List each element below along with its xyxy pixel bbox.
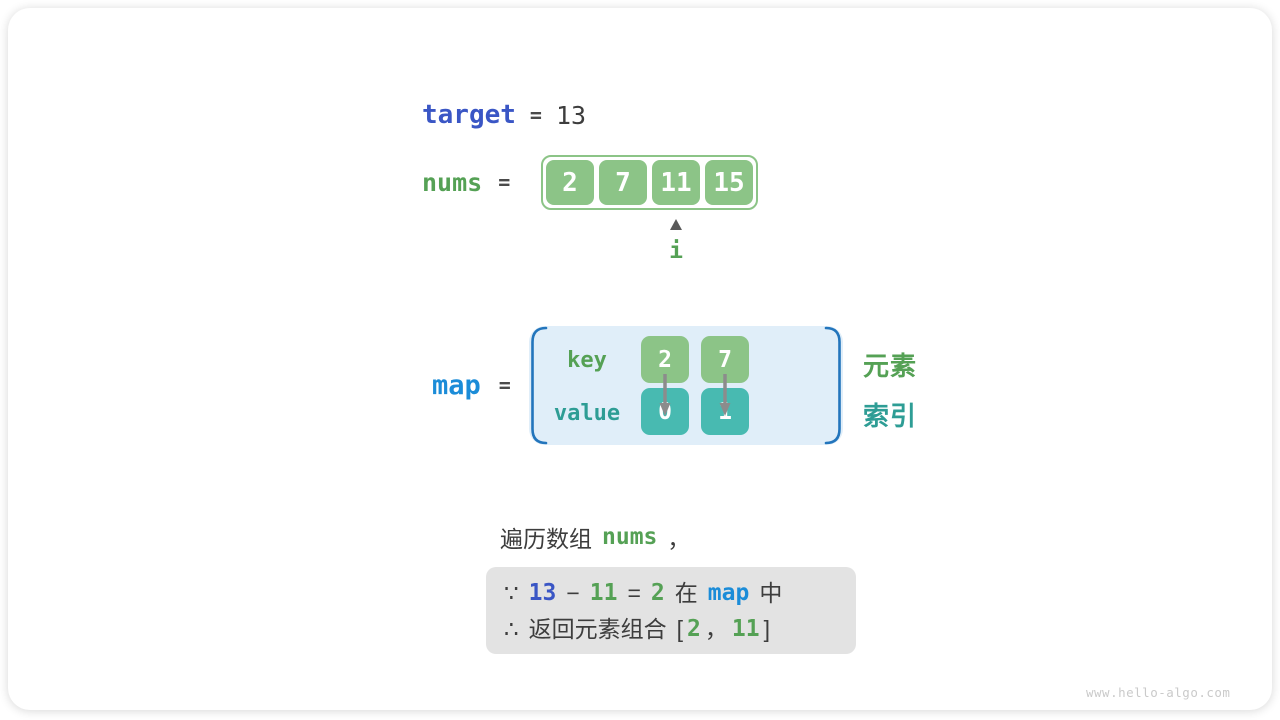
nums-cell: 7	[599, 160, 647, 205]
result-second-value: 11	[731, 616, 760, 642]
caption-nums-ref: nums	[602, 524, 658, 550]
nums-array: 2 7 11 15	[541, 155, 758, 210]
nums-label-row: nums =	[422, 167, 510, 197]
nums-variable: nums	[422, 167, 483, 197]
up-caret-icon	[670, 219, 682, 230]
caption-prefix: 遍历数组	[500, 526, 592, 552]
result-comma: ，	[704, 616, 728, 642]
index-pointer-label: i	[669, 238, 683, 264]
map-container: key value 2 0 7 1	[529, 326, 843, 445]
target-variable: target	[422, 100, 516, 130]
close-bracket: ]	[763, 616, 770, 642]
suffix-text: 中	[759, 580, 783, 606]
caption-comma: ，	[667, 526, 691, 552]
watermark: www.hello-algo.com	[1086, 685, 1231, 700]
return-text: 返回元素组合	[528, 616, 667, 642]
map-entry: 2 0	[641, 336, 689, 435]
diagram-card: target = 13 nums = 2 7 11 15 i map = key…	[8, 8, 1272, 710]
map-entry: 7 1	[701, 336, 749, 435]
left-bracket-icon	[531, 326, 548, 445]
right-bracket-icon	[824, 326, 841, 445]
nums-equals: =	[498, 170, 511, 194]
target-row: target = 13	[422, 100, 586, 130]
element-side-label: 元素	[863, 351, 918, 381]
key-to-value-arrow-icon	[659, 374, 671, 416]
equals-sign: =	[627, 580, 641, 606]
nums-cell: 15	[705, 160, 753, 205]
map-label-row: map =	[432, 369, 511, 401]
subtrahend-value: 11	[589, 580, 618, 606]
in-text: 在	[674, 580, 698, 606]
conclusion-box: ∵ 13 − 11 = 2 在 map 中 ∴ 返回元素组合 [ 2 ， 11 …	[486, 567, 856, 654]
map-equals: =	[498, 373, 511, 397]
minuend-value: 13	[528, 580, 557, 606]
conclusion-line-1: ∵ 13 − 11 = 2 在 map 中	[504, 575, 856, 611]
target-value: 13	[555, 100, 587, 130]
index-pointer-arrow-icon	[669, 219, 683, 230]
index-side-label: 索引	[863, 401, 918, 431]
open-bracket: [	[676, 616, 684, 642]
target-equals: =	[529, 103, 542, 127]
nums-cell: 11	[652, 160, 700, 205]
map-key-label: key	[567, 348, 607, 373]
because-symbol: ∵	[504, 580, 519, 606]
key-to-value-arrow-icon	[719, 374, 731, 416]
therefore-symbol: ∴	[504, 616, 519, 642]
map-reference: map	[707, 580, 750, 606]
difference-value: 2	[650, 580, 665, 606]
map-value-label: value	[553, 401, 621, 426]
nums-cell: 2	[546, 160, 594, 205]
minus-sign: −	[566, 580, 580, 606]
result-first-value: 2	[687, 616, 701, 642]
conclusion-line-2: ∴ 返回元素组合 [ 2 ， 11 ]	[504, 611, 856, 647]
map-variable: map	[432, 369, 481, 401]
caption-row: 遍历数组 nums ，	[500, 520, 690, 554]
